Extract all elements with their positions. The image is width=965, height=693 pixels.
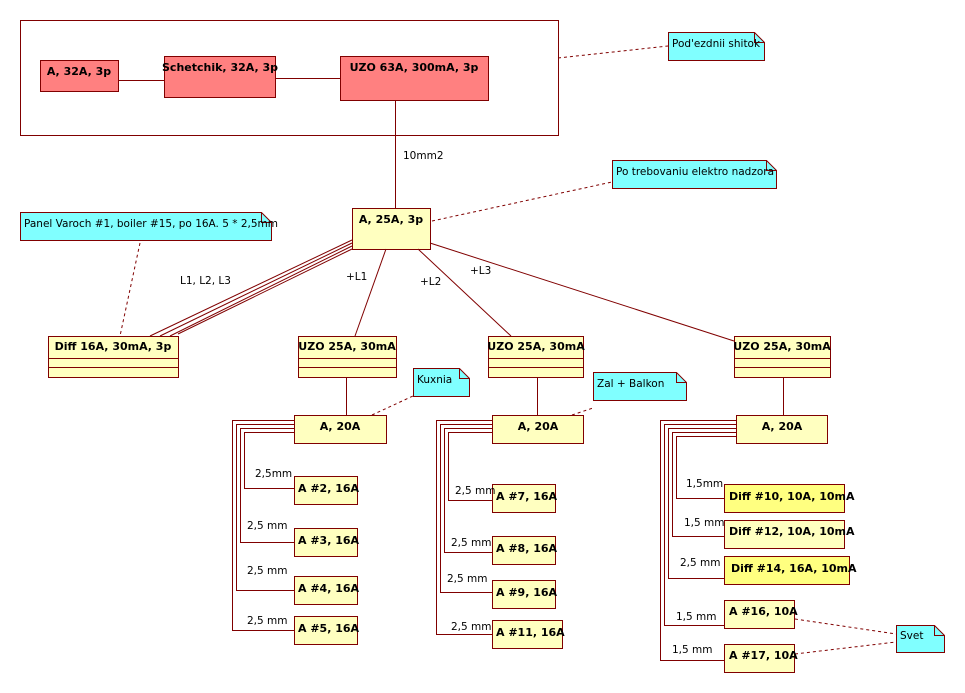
- breaker-20a-hall[interactable]: A, 20A: [492, 415, 584, 444]
- rcd-hall[interactable]: UZO 25A, 30mA: [487, 336, 585, 378]
- svg-text:A #3, 16A: A #3, 16A: [298, 534, 360, 547]
- svg-text:Schetchik, 32A, 3p: Schetchik, 32A, 3p: [162, 61, 278, 74]
- note-entrance[interactable]: Pod'ezdnii shitok: [668, 32, 765, 61]
- wire-l3: [429, 242, 735, 342]
- light-wires: [660, 420, 736, 661]
- svg-text:UZO 25A, 30mA: UZO 25A, 30mA: [733, 340, 831, 353]
- breaker-a2[interactable]: A #2, 16A: [294, 476, 360, 505]
- hall-wires: [436, 420, 492, 635]
- svg-text:Diff 16A, 30mA, 3p: Diff 16A, 30mA, 3p: [55, 340, 172, 353]
- breaker-a7[interactable]: A #7, 16A: [492, 484, 558, 513]
- svg-text:A #5, 16A: A #5, 16A: [298, 622, 360, 635]
- wire-label: 2,5 mm: [447, 573, 488, 585]
- note-light[interactable]: Svet: [896, 625, 945, 653]
- rcd-light[interactable]: UZO 25A, 30mA: [733, 336, 831, 378]
- rcd-63a-box[interactable]: UZO 63A, 300mA, 3p: [340, 56, 489, 101]
- breaker-a17[interactable]: A #17, 10A: [724, 644, 799, 673]
- svg-text:Zal + Balkon: Zal + Balkon: [597, 378, 664, 390]
- svg-text:Svet: Svet: [900, 630, 923, 642]
- note-hall[interactable]: Zal + Balkon: [593, 372, 687, 401]
- breaker-20a-kitchen[interactable]: A, 20A: [294, 415, 387, 444]
- svg-text:A #16, 10A: A #16, 10A: [729, 605, 798, 618]
- svg-text:Pod'ezdnii shitok: Pod'ezdnii shitok: [672, 38, 761, 50]
- note-link: [571, 407, 594, 416]
- breaker-a3[interactable]: A #3, 16A: [294, 528, 360, 557]
- note-link: [119, 242, 141, 337]
- wire-label: 2,5 mm: [451, 621, 492, 633]
- rcd-kitchen[interactable]: UZO 25A, 30mA: [298, 336, 397, 378]
- svg-text:UZO 25A, 30mA: UZO 25A, 30mA: [487, 340, 585, 353]
- svg-text:A, 20A: A, 20A: [762, 420, 803, 433]
- main-breaker-32a[interactable]: A, 32A, 3p: [40, 60, 119, 92]
- svg-text:A #8, 16A: A #8, 16A: [496, 542, 558, 555]
- diff-3p-box[interactable]: Diff 16A, 30mA, 3p: [48, 336, 179, 378]
- breaker-a4[interactable]: A #4, 16A: [294, 576, 360, 605]
- wire-label: 1,5 mm: [676, 611, 717, 623]
- svg-text:A, 20A: A, 20A: [320, 420, 361, 433]
- svg-text:A #7, 16A: A #7, 16A: [496, 490, 558, 503]
- wire-label: 2,5mm: [255, 468, 292, 480]
- main-breaker-25a[interactable]: A, 25A, 3p: [352, 208, 431, 250]
- wire-l1: [354, 248, 387, 337]
- svg-text:A, 32A, 3p: A, 32A, 3p: [47, 65, 111, 78]
- wire-l2: [417, 248, 512, 337]
- wire-label: 2,5 mm: [247, 615, 288, 627]
- note-link: [794, 641, 897, 655]
- wire-label-main: 10mm2: [403, 150, 444, 162]
- note-kitchen[interactable]: Kuxnia: [413, 368, 470, 397]
- diff-12[interactable]: Diff #12, 10A, 10mA: [724, 520, 855, 549]
- phase-label: +L2: [420, 276, 441, 288]
- wire-label: 2,5 mm: [680, 557, 721, 569]
- three-phase-wires: [149, 239, 353, 337]
- wire-label: 1,5 mm: [672, 644, 713, 656]
- diff-14[interactable]: Diff #14, 16A, 10mA: [724, 556, 857, 585]
- svg-text:UZO 25A, 30mA: UZO 25A, 30mA: [298, 340, 396, 353]
- phase-label: +L1: [346, 271, 367, 283]
- note-inspection[interactable]: Po trebovaniu elektro nadzora: [612, 160, 777, 189]
- meter-box[interactable]: Schetchik, 32A, 3p: [162, 56, 278, 98]
- svg-text:A #11, 16A: A #11, 16A: [496, 626, 565, 639]
- phase-label: +L3: [470, 265, 491, 277]
- wire-label: 1,5 mm: [684, 517, 725, 529]
- entrance-panel-frame[interactable]: [20, 20, 559, 136]
- kitchen-wires: [232, 420, 294, 631]
- note-link: [371, 395, 414, 416]
- svg-text:Diff #12, 10A, 10mA: Diff #12, 10A, 10mA: [729, 525, 855, 538]
- wire-label: 2,5 mm: [247, 520, 288, 532]
- svg-text:Panel Varoch #1, boiler #15, p: Panel Varoch #1, boiler #15, po 16A. 5 *…: [24, 218, 278, 230]
- svg-text:A #9, 16A: A #9, 16A: [496, 586, 558, 599]
- diff-10[interactable]: Diff #10, 10A, 10mA: [724, 484, 855, 513]
- svg-text:A #17, 10A: A #17, 10A: [729, 649, 798, 662]
- wire-label: 2,5 mm: [247, 565, 288, 577]
- svg-text:A, 20A: A, 20A: [518, 420, 559, 433]
- svg-text:Diff #14, 16A, 10mA: Diff #14, 16A, 10mA: [731, 562, 857, 575]
- breaker-a5[interactable]: A #5, 16A: [294, 616, 360, 645]
- svg-text:Kuxnia: Kuxnia: [417, 374, 452, 386]
- wire-label: 1,5mm: [686, 478, 723, 490]
- svg-text:A #2, 16A: A #2, 16A: [298, 482, 360, 495]
- wire-label: 2,5 mm: [455, 485, 496, 497]
- svg-text:A, 25A, 3p: A, 25A, 3p: [359, 213, 423, 226]
- svg-text:A #4, 16A: A #4, 16A: [298, 582, 360, 595]
- note-link: [557, 45, 669, 59]
- wire-label: 2,5 mm: [451, 537, 492, 549]
- breaker-a9[interactable]: A #9, 16A: [492, 580, 558, 609]
- svg-text:Diff #10, 10A, 10mA: Diff #10, 10A, 10mA: [729, 490, 855, 503]
- breaker-a16[interactable]: A #16, 10A: [724, 600, 799, 629]
- note-link: [794, 618, 897, 635]
- breaker-a8[interactable]: A #8, 16A: [492, 536, 558, 565]
- note-link: [431, 181, 613, 222]
- svg-text:Po trebovaniu elektro nadzora: Po trebovaniu elektro nadzora: [616, 166, 774, 178]
- note-stove[interactable]: Panel Varoch #1, boiler #15, po 16A. 5 *…: [20, 212, 279, 241]
- svg-text:UZO 63A, 300mA, 3p: UZO 63A, 300mA, 3p: [350, 61, 479, 74]
- breaker-20a-light[interactable]: A, 20A: [736, 415, 828, 444]
- phase-label: L1, L2, L3: [180, 275, 231, 287]
- breaker-a11[interactable]: A #11, 16A: [492, 620, 566, 649]
